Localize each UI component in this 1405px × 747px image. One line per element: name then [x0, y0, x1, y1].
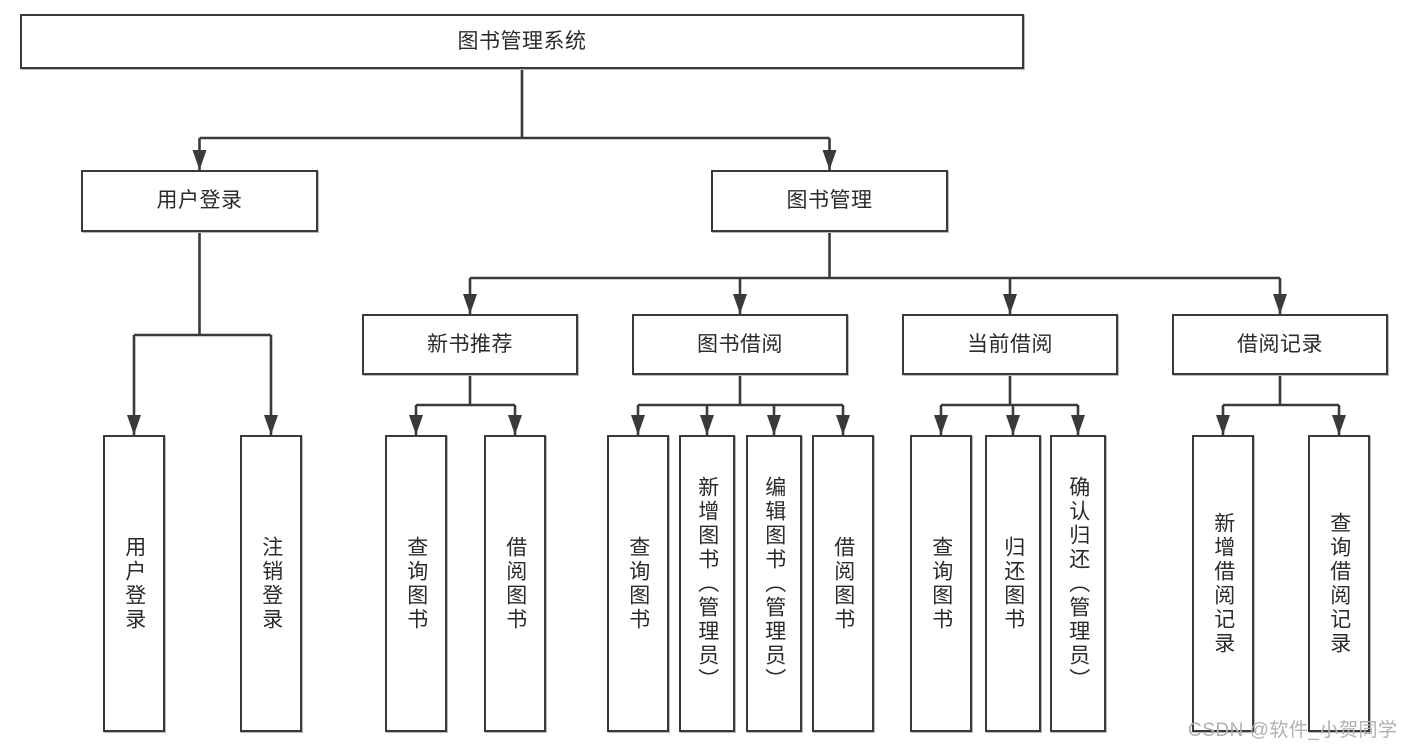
arrowhead-icon [733, 294, 747, 314]
node-label: 确认归还（管理员） [1066, 475, 1090, 692]
arrowhead-icon [836, 415, 850, 435]
node-l3_3[interactable]: 借阅记录 [1172, 314, 1388, 375]
arrowhead-icon [934, 415, 948, 435]
node-label: 新增借阅记录 [1211, 511, 1235, 656]
arrowhead-icon [1273, 294, 1287, 314]
arrowhead-icon [631, 415, 645, 435]
node-label: 归还图书 [1001, 535, 1025, 632]
watermark-label: CSDN @软件_小贺同学 [1188, 720, 1398, 741]
node-label: 查询借阅记录 [1327, 511, 1351, 656]
arrowhead-icon [700, 415, 714, 435]
node-leaf_8[interactable]: 查询图书 [910, 435, 972, 732]
arrowhead-icon [1003, 294, 1017, 314]
node-leaf_6[interactable]: 编辑图书（管理员） [746, 435, 802, 732]
node-leaf_9[interactable]: 归还图书 [985, 435, 1041, 732]
node-leaf_11[interactable]: 新增借阅记录 [1192, 435, 1254, 732]
node-label: 当前借阅 [967, 332, 1053, 356]
node-l3_2[interactable]: 当前借阅 [902, 314, 1118, 375]
node-leaf_1[interactable]: 注销登录 [240, 435, 302, 732]
node-l3_0[interactable]: 新书推荐 [362, 314, 578, 375]
node-label: 新书推荐 [427, 332, 513, 356]
arrowhead-icon [822, 150, 837, 170]
node-label: 新增图书（管理员） [695, 475, 719, 692]
arrowhead-icon [1216, 415, 1230, 435]
node-label: 借阅图书 [831, 535, 855, 632]
node-l2_0[interactable]: 用户登录 [81, 170, 318, 232]
arrowhead-icon [1006, 415, 1020, 435]
node-leaf_12[interactable]: 查询借阅记录 [1308, 435, 1370, 732]
node-leaf_7[interactable]: 借阅图书 [812, 435, 874, 732]
node-leaf_0[interactable]: 用户登录 [103, 435, 165, 732]
node-leaf_2[interactable]: 查询图书 [385, 435, 447, 732]
arrowhead-icon [767, 415, 781, 435]
arrowhead-icon [463, 294, 477, 314]
arrowhead-icon [127, 415, 141, 435]
node-label: 编辑图书（管理员） [762, 475, 786, 692]
arrowhead-icon [409, 415, 423, 435]
node-leaf_10[interactable]: 确认归还（管理员） [1050, 435, 1106, 732]
node-label: 查询图书 [626, 535, 650, 632]
node-label: 查询图书 [404, 535, 428, 632]
arrowhead-icon [1332, 415, 1346, 435]
node-label: 图书管理 [786, 189, 873, 213]
node-label: 图书借阅 [697, 332, 783, 356]
arrowhead-icon [508, 415, 522, 435]
node-leaf_5[interactable]: 新增图书（管理员） [679, 435, 735, 732]
arrowhead-icon [1071, 415, 1085, 435]
node-l3_1[interactable]: 图书借阅 [632, 314, 848, 375]
node-label: 图书管理系统 [457, 29, 587, 53]
node-label: 查询图书 [929, 535, 953, 632]
node-label: 用户登录 [156, 189, 243, 213]
node-l2_1[interactable]: 图书管理 [711, 170, 948, 232]
node-label: 借阅图书 [503, 535, 527, 632]
node-label: 注销登录 [259, 535, 283, 632]
arrowhead-icon [192, 150, 207, 170]
node-leaf_3[interactable]: 借阅图书 [484, 435, 546, 732]
arrowhead-icon [264, 415, 278, 435]
node-label: 借阅记录 [1237, 332, 1323, 356]
node-leaf_4[interactable]: 查询图书 [607, 435, 669, 732]
node-root[interactable]: 图书管理系统 [20, 14, 1024, 69]
node-label: 用户登录 [122, 535, 146, 632]
